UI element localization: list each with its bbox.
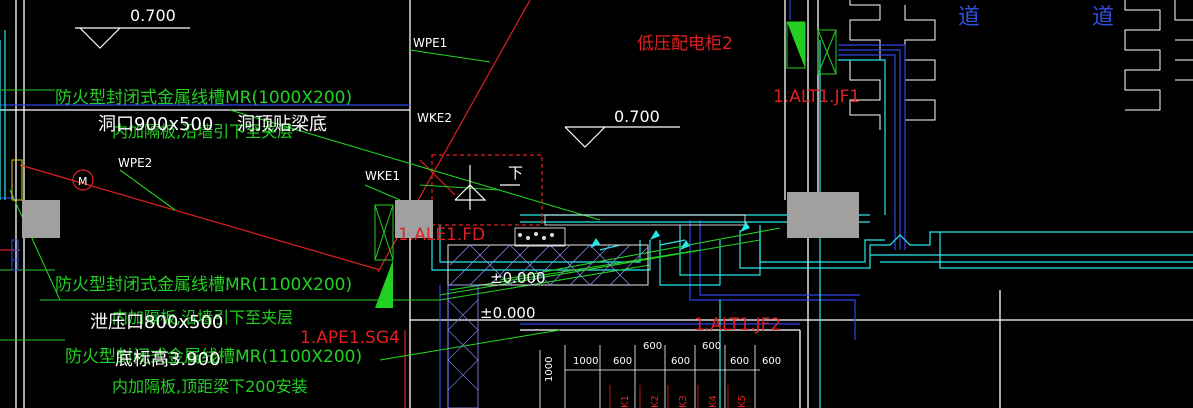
down-mark: 下 bbox=[508, 164, 523, 182]
elevation-zero-a: ±0.000 bbox=[490, 269, 546, 287]
dim-row-1: 1000 bbox=[573, 356, 598, 367]
hole-note: 洞顶贴梁底 bbox=[237, 114, 327, 135]
ale1-label: 1.ALE1.FD bbox=[398, 225, 485, 245]
dim-vertical: 1000 bbox=[544, 357, 555, 382]
cyan-duct-network bbox=[0, 30, 1193, 408]
jf1-label: 1.ALT1.JF1 bbox=[773, 87, 860, 107]
motor-symbol bbox=[72, 169, 94, 191]
dimension-lines bbox=[539, 345, 760, 408]
motor-label: M bbox=[78, 175, 88, 188]
cabinet-tag-2: K2 bbox=[650, 395, 661, 408]
elevation-markers bbox=[75, 27, 680, 210]
jf2-label: 1.ALT1.JF2 bbox=[694, 315, 781, 335]
cabinet-tag-5: K5 bbox=[737, 395, 748, 408]
vent-label: 泄压口800x500 bbox=[90, 312, 223, 333]
ape1-label: 1.APE1.SG4 bbox=[300, 328, 400, 348]
dim-row-2: 600 bbox=[613, 356, 632, 367]
green-equipment-symbols bbox=[11, 21, 837, 308]
left-edge-markers bbox=[11, 239, 19, 271]
cabinet-tag-3: K3 bbox=[678, 395, 689, 408]
cable-label-wpe2: WPE2 bbox=[118, 156, 152, 170]
tray-leaders bbox=[0, 49, 781, 361]
dim-top-2: 600 bbox=[702, 341, 721, 352]
tray1-line2: 内加隔板,沿墙引下至夹层 bbox=[112, 122, 293, 141]
bottom-elev-label: 底标高3.900 bbox=[115, 349, 221, 370]
tray3-line2: 内加隔板,顶距梁下200安装 bbox=[112, 377, 308, 396]
tray2-line2: 内加隔板,沿墙引下至夹层 bbox=[112, 308, 293, 327]
grey-blocks bbox=[22, 192, 859, 238]
cabinet-tag-1: K1 bbox=[620, 395, 631, 408]
dim-row-5: 600 bbox=[762, 356, 781, 367]
cable-label-wke1: WKE1 bbox=[365, 169, 400, 183]
tray1-line1: 防火型封闭式金属线槽MR(1000X200) bbox=[55, 88, 352, 108]
corridor-label-2: 道 bbox=[1092, 5, 1114, 30]
corridor-steps bbox=[849, 0, 1193, 130]
hole-label: 洞口900x500 bbox=[98, 114, 213, 135]
dim-top-1: 600 bbox=[643, 341, 662, 352]
lv-cabinet-label: 低压配电柜2 bbox=[637, 34, 733, 54]
dim-row-3: 600 bbox=[671, 356, 690, 367]
elevation-zero-b: ±0.000 bbox=[480, 304, 536, 322]
dim-row-4: 600 bbox=[730, 356, 749, 367]
cabinet-tag-4: K4 bbox=[708, 395, 719, 408]
cyan-markers bbox=[590, 222, 750, 250]
dimension-ticks bbox=[609, 385, 729, 408]
elevation-top-left: 0.700 bbox=[130, 6, 176, 25]
hatched-section bbox=[447, 214, 746, 408]
cable-label-wke2: WKE2 bbox=[417, 111, 452, 125]
elevation-mid: 0.700 bbox=[614, 107, 660, 126]
tray2-line1: 防火型封闭式金属线槽MR(1100X200) bbox=[55, 275, 352, 295]
cable-label-wpe1: WPE1 bbox=[413, 36, 447, 50]
tray3-line1: 防火型封闭式金属线槽MR(1100X200) bbox=[65, 347, 362, 367]
corridor-label-1: 道 bbox=[958, 5, 980, 30]
